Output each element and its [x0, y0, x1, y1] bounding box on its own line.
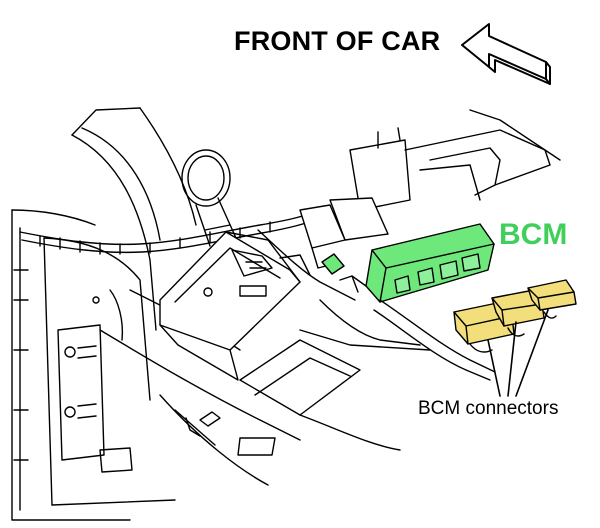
steering-column	[181, 149, 237, 247]
lower-dash-panel	[159, 299, 431, 486]
kick-panel	[11, 209, 176, 521]
dash-bracket	[279, 109, 561, 276]
small-bcm-connector	[321, 253, 345, 275]
lower-harness	[373, 299, 496, 381]
bcm-connectors-label: BCM connectors	[418, 398, 559, 419]
center-housing	[159, 224, 301, 381]
bcm-connector-3	[527, 279, 577, 311]
arrow-left-icon	[461, 23, 551, 85]
bcm-connectors	[453, 279, 577, 353]
bcm-label: BCM	[499, 218, 568, 251]
connector-leader-lines	[487, 309, 549, 397]
front-of-car-label: FRONT OF CAR	[234, 26, 441, 56]
bcm-module	[339, 223, 495, 303]
